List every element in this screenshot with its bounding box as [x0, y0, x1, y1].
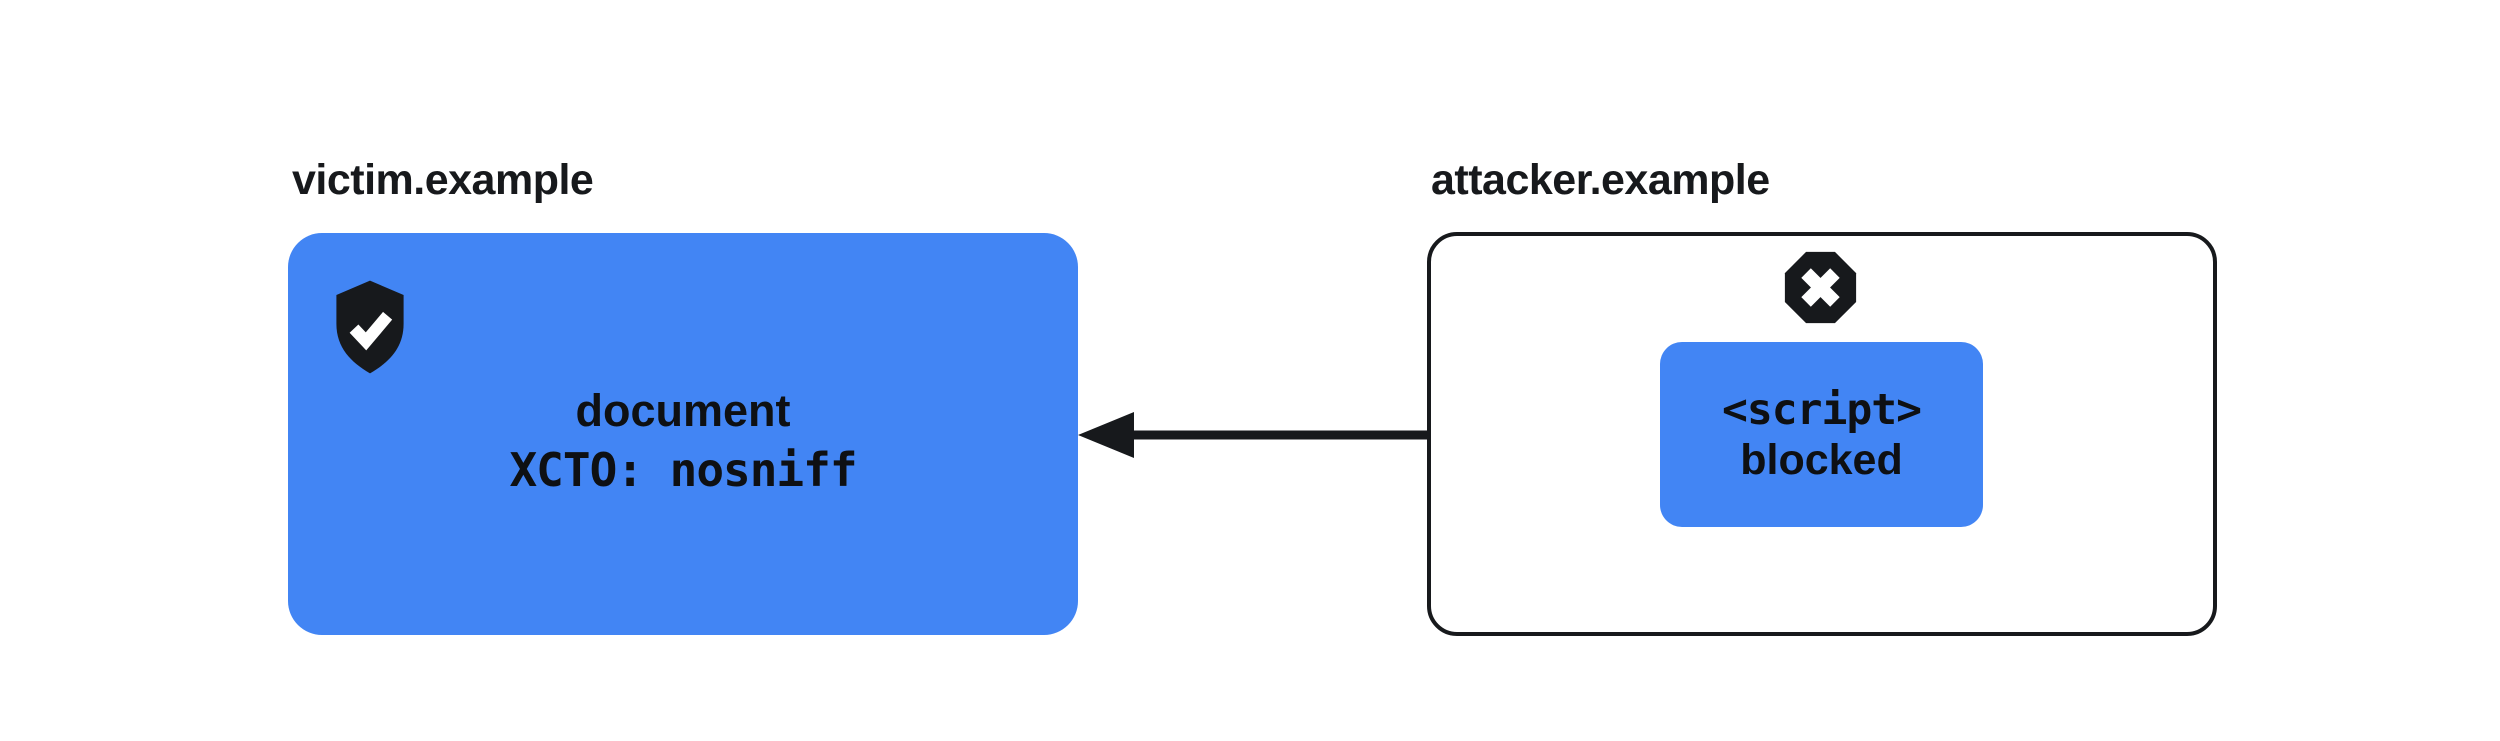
shield-check-icon [336, 280, 404, 374]
victim-document-box: document XCTO: nosniff [288, 233, 1078, 635]
victim-document-line: document [575, 385, 791, 436]
script-tag-line: <script> [1721, 384, 1922, 435]
attacker-origin-label: attacker.example [1431, 156, 1770, 204]
blocked-request-arrow [1078, 412, 1662, 458]
victim-origin-label: victim.example [292, 156, 594, 204]
blocked-script-box: <script> blocked [1660, 342, 1983, 527]
x-octagon-icon [1784, 251, 1857, 324]
victim-xcto-line: XCTO: nosniff [509, 443, 857, 497]
victim-box-text: document XCTO: nosniff [288, 383, 1078, 501]
blocked-line: blocked [1740, 435, 1903, 484]
